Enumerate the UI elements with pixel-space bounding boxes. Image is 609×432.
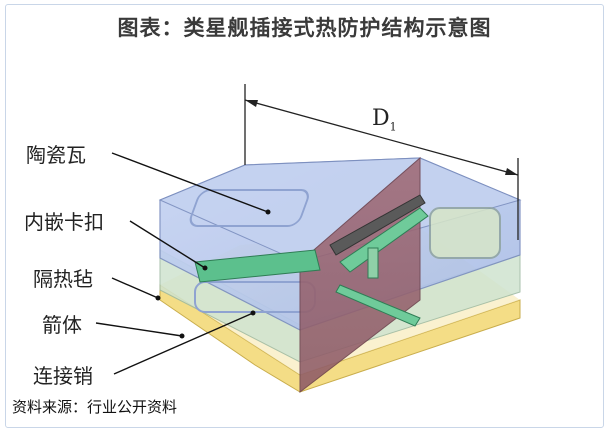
top-slot-right	[430, 208, 500, 258]
dim-arrow-left	[245, 100, 258, 107]
dimension-main: D	[372, 106, 390, 131]
source-note: 资料来源：行业公开资料	[12, 396, 177, 417]
label-tile: 陶瓷瓦	[26, 139, 86, 168]
dim-arrow-right	[505, 168, 518, 175]
leader-shell	[96, 323, 182, 336]
leader-felt	[112, 278, 158, 298]
label-pin: 连接销	[33, 360, 93, 389]
label-shell: 箭体	[42, 309, 82, 338]
dimension-sub: 1	[390, 120, 397, 133]
label-clip: 内嵌卡扣	[24, 206, 104, 235]
label-felt: 隔热毡	[33, 263, 93, 292]
pin	[368, 248, 378, 278]
dimension-label: D1	[372, 106, 397, 133]
